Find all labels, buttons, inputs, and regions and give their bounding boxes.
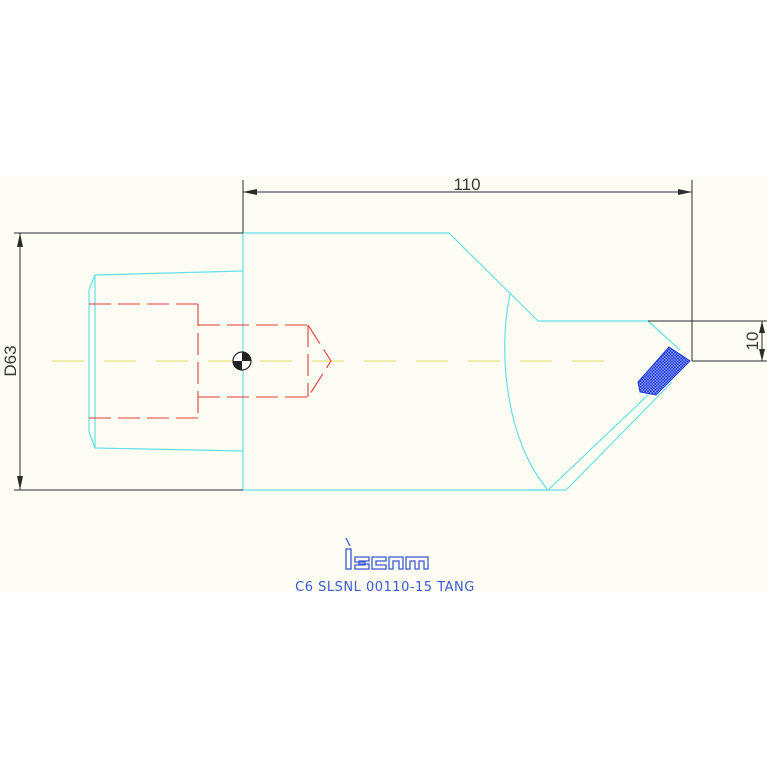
dimension-lines bbox=[14, 180, 767, 491]
hidden-bore-lines bbox=[89, 303, 332, 419]
dimension-offset-label: 10 bbox=[743, 332, 762, 351]
shank-outline bbox=[88, 270, 244, 452]
drawing-caption: C6 SLSNL 00110-15 TANG bbox=[295, 580, 475, 595]
brand-logo bbox=[345, 537, 429, 570]
centroid-symbol bbox=[232, 351, 252, 371]
cutting-insert bbox=[637, 346, 691, 396]
dimension-arrows bbox=[17, 189, 765, 490]
dimension-diameter-label: D63 bbox=[1, 345, 20, 376]
dimension-length-label: 110 bbox=[453, 175, 480, 194]
